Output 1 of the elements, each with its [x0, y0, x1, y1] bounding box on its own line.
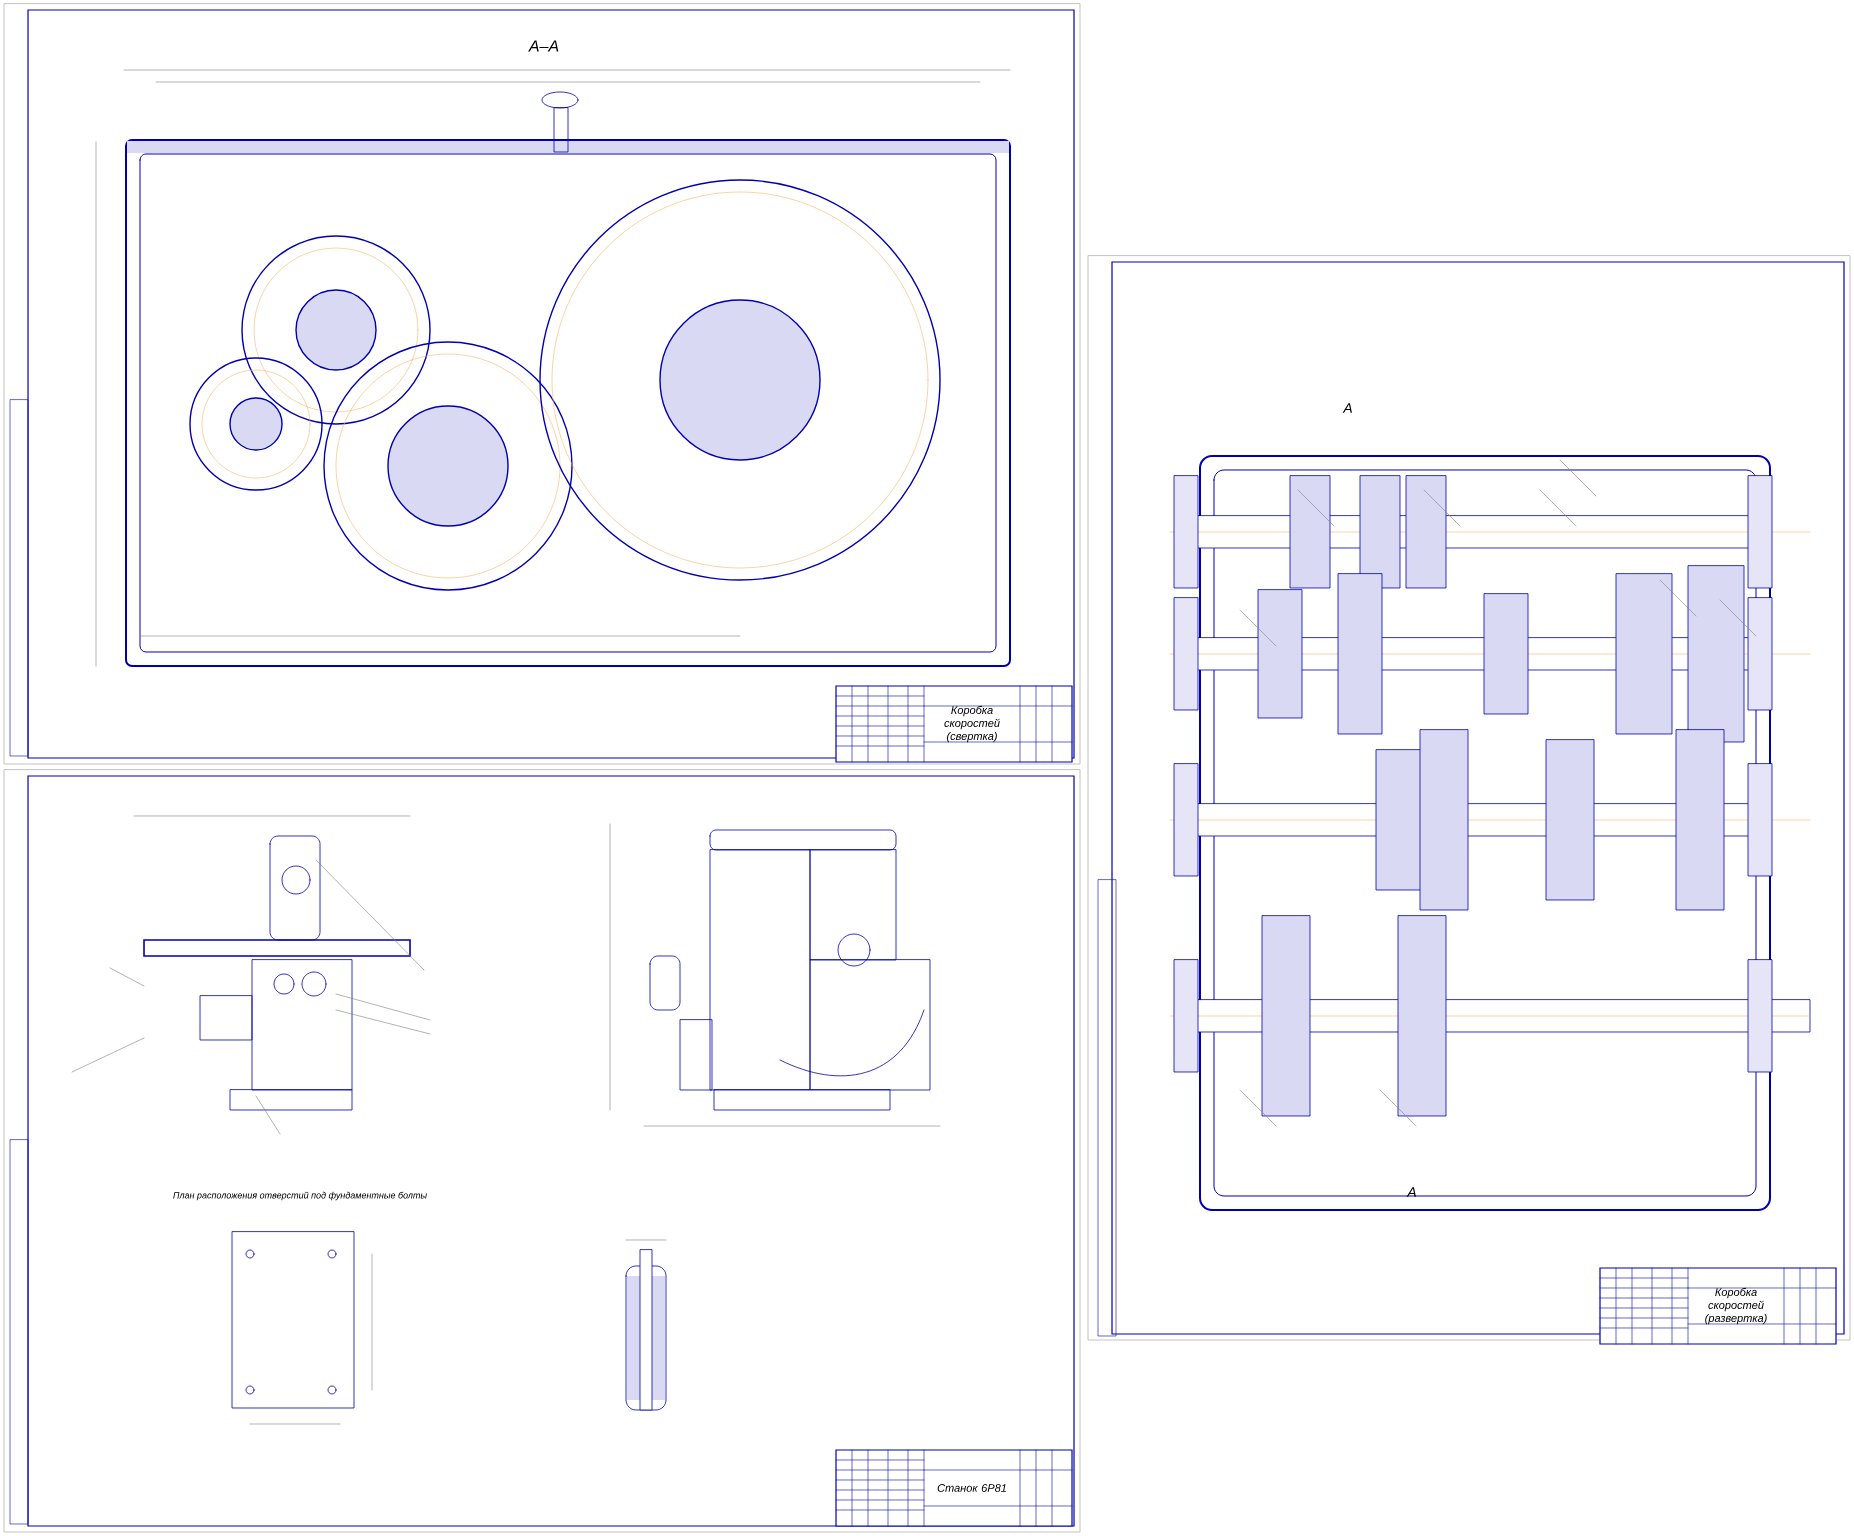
- view-title: А–А: [528, 40, 559, 52]
